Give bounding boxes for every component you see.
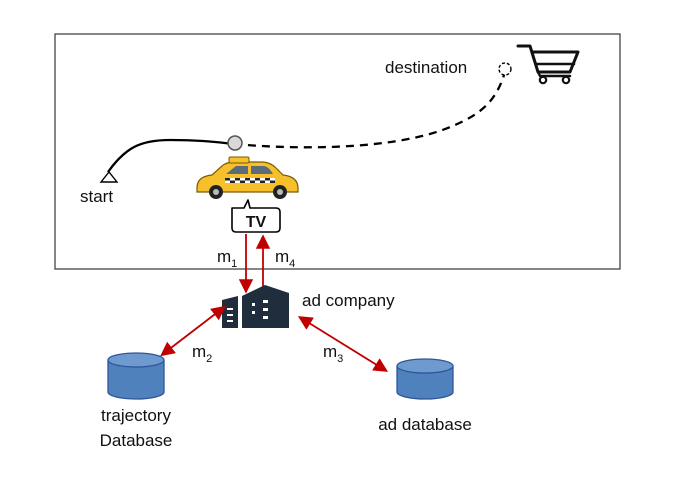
m3-label: m3 [323, 342, 343, 365]
destination-node [498, 62, 512, 76]
start-label: start [80, 187, 113, 206]
trajectory-db-label-line1: trajectory [101, 406, 171, 425]
trajectory-db-label-line2: Database [100, 431, 173, 450]
office-building-icon [222, 285, 289, 328]
triangle-icon [99, 170, 119, 183]
destination-label: destination [385, 58, 467, 77]
m4-label: m4 [275, 247, 295, 270]
predicted-path [233, 71, 507, 149]
m2-label: m2 [192, 342, 212, 365]
tv-label: TV [246, 214, 267, 231]
m1-label: m1 [217, 247, 237, 270]
m2-arrow [160, 305, 226, 357]
traveled-path [107, 138, 235, 173]
taxi-icon [196, 156, 299, 199]
map-frame [54, 33, 621, 270]
m3-arrow [297, 316, 389, 372]
database-cylinder-icon [107, 352, 165, 400]
ad-db-label: ad database [378, 415, 472, 434]
database-cylinder-icon [396, 358, 454, 400]
tv-screen-callout: TV [231, 199, 281, 233]
shopping-cart-icon [516, 44, 580, 85]
current-position-node [227, 135, 243, 151]
ad-company-label: ad company [302, 291, 395, 310]
